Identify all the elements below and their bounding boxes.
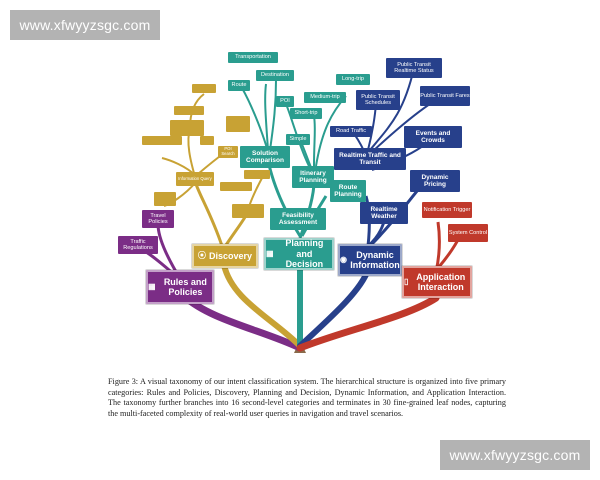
sub-itinerary-planning: Itinerary Planning [292,166,334,188]
sub-system-control: System Control [448,224,488,242]
sub-realtime-weather: Realtime Weather [360,202,408,224]
compass-icon: ⦿ [197,250,207,260]
taxonomy-figure: ▦Rules and Policies ⦿Discovery ▦Planning… [118,52,488,353]
category-discovery: ⦿Discovery [192,244,258,268]
branch-application [296,294,440,352]
pin-icon: ◉ [340,254,348,264]
leaf-poi: POI [276,96,294,107]
sub-realtime-traffic-and-transit: Realtime Traffic and Transit [334,148,406,170]
branch-dynamic [297,267,371,349]
leaf-public-transit-fares: Public Transit Fares [420,86,470,106]
category-application-interaction: ▯Application Interaction [402,266,472,298]
category-planning-and-decision: ▦Planning and Decision [264,238,334,270]
branch-discovery [221,262,303,349]
leaf-destination: Destination [256,70,294,81]
watermark-top-left: www.xfwyyzsgc.com [10,10,160,40]
sub-dynamic-pricing: Dynamic Pricing [410,170,460,192]
sub-feasibility-assessment: Feasibility Assessment [270,208,326,230]
leaf-discovery-illegible [220,182,252,191]
leaf-transportation: Transportation [228,52,278,63]
leaf-discovery-illegible [226,116,250,132]
category-rules-and-policies: ▦Rules and Policies [146,270,214,304]
leaf-discovery-illegible [142,136,182,145]
watermark-bottom-right: www.xfwyyzsgc.com [440,440,590,470]
category-dynamic-information: ◉Dynamic Information [338,244,402,276]
leaf-simple: Simple [286,134,310,145]
leaf-road-traffic: Road Traffic [330,126,372,137]
phone-icon: ▯ [404,276,409,286]
leaf-discovery-illegible [232,204,264,218]
figure-caption: Figure 3: A visual taxonomy of our inten… [108,377,506,418]
leaf-short-trip: Short-trip [290,108,322,119]
grid-icon: ▦ [266,248,274,258]
sub-travel-policies: Travel Policies [142,210,174,228]
sub-notification-trigger: Notification Trigger [422,202,472,218]
sub-route-planning: Route Planning [330,180,366,202]
leaf-medium-trip: Medium-trip [304,92,346,103]
leaf-discovery-illegible [174,106,204,115]
leaf-discovery-illegible [200,136,214,145]
leaf-route: Route [228,80,250,91]
sub-solution-comparison: Solution Comparison [240,146,290,168]
leaf-public-transit-realtime-status: Public Transit Realtime Status [386,58,442,78]
sub-events-and-crowds: Events and Crowds [404,126,462,148]
leaf-discovery-illegible [192,84,216,93]
leaf-discovery-illegible [244,170,270,179]
document-icon: ▦ [148,281,156,291]
sub-information-query: Information Query [176,172,214,186]
leaf-discovery-illegible [170,120,204,136]
leaf-public-transit-schedules: Public Transit Schedules [356,90,400,110]
leaf-discovery-illegible [154,192,176,206]
leaf-poi-search: POI Search [218,146,238,158]
leaf-long-trip: Long-trip [336,74,370,85]
sub-traffic-regulations: Traffic Regulations [118,236,158,254]
